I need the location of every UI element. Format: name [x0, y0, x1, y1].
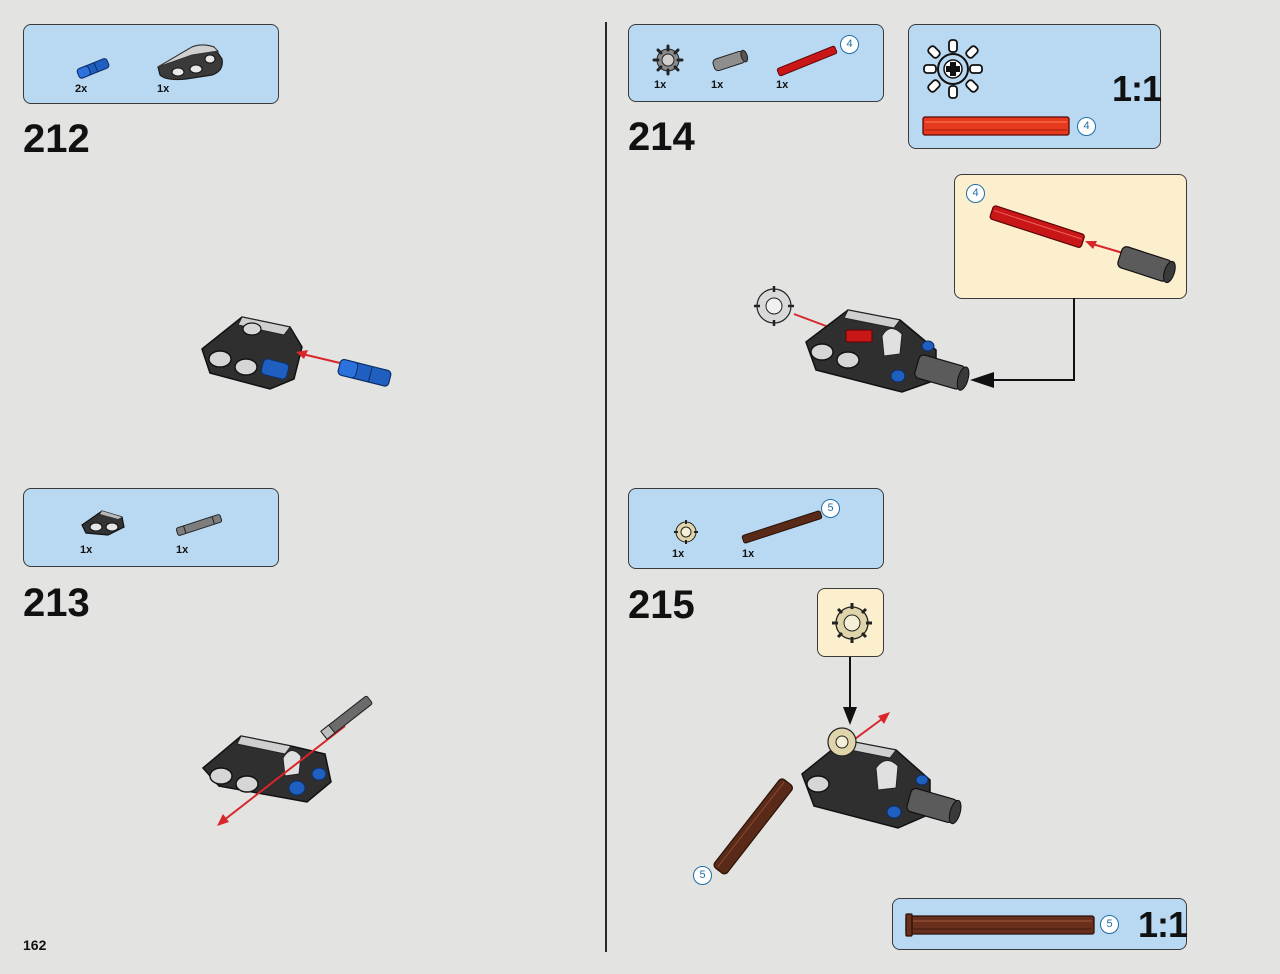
part-qty: 1x — [776, 79, 789, 91]
step-number: 212 — [23, 117, 90, 161]
axle-length-badge: 5 — [821, 499, 840, 518]
axle-length-badge: 5 — [693, 866, 712, 885]
parts-callout-212: 2x 1x — [23, 24, 279, 104]
scale-ratio: 1:1 — [1112, 68, 1162, 109]
scale-callout-214: 1:1 4 — [908, 24, 1162, 149]
assembly-212-illustration — [201, 316, 392, 390]
grey-axle-icon — [175, 514, 223, 536]
brown-axle-scale-icon — [905, 913, 1095, 937]
gear-part — [754, 286, 794, 326]
connector-arrow-214 — [970, 298, 1075, 388]
parts-callout-214: 1x 1x 1x 4 — [628, 24, 884, 102]
red-axle-scale-icon — [922, 116, 1070, 136]
part-qty: 2x — [75, 83, 88, 95]
step-number: 213 — [23, 581, 90, 625]
part-qty: 1x — [672, 548, 685, 560]
axle-length-badge: 4 — [1077, 117, 1096, 136]
step-number: 214 — [628, 115, 695, 159]
axle-length-badge: 5 — [1100, 915, 1119, 934]
tan-gear-icon — [832, 603, 872, 643]
scale-ratio: 1:1 — [1138, 904, 1188, 945]
part-qty: 1x — [176, 544, 189, 556]
scale-callout-215: 5 1:1 — [892, 898, 1188, 950]
part-qty: 1x — [157, 83, 170, 95]
blue-pin-icon — [76, 58, 110, 79]
assembly-214-illustration — [754, 286, 970, 393]
subassembly-callout-214: 4 — [954, 174, 1187, 299]
gear-drop-arrow — [843, 657, 857, 725]
tan-gear-icon — [674, 520, 698, 544]
step-number: 215 — [628, 583, 695, 627]
brown-axle-icon — [741, 510, 823, 544]
assembly-215-illustration — [713, 712, 962, 875]
part-qty: 1x — [742, 548, 755, 560]
part-qty: 1x — [711, 79, 724, 91]
axle-length-badge: 4 — [840, 35, 859, 54]
axle-connector-icon — [712, 49, 749, 72]
assembly-213-illustration — [201, 695, 373, 826]
gear-icon — [652, 44, 684, 76]
subassembly-214-illustration — [989, 205, 1176, 284]
parts-callout-213: 1x 1x — [23, 488, 279, 567]
gear-scale-icon — [923, 39, 983, 99]
axle-length-badge: 4 — [966, 184, 985, 203]
page-number: 162 — [23, 937, 47, 953]
gear-callout-215 — [817, 588, 884, 657]
page-divider — [605, 22, 607, 952]
part-qty: 1x — [654, 79, 667, 91]
small-beam-icon — [81, 510, 125, 536]
parts-callout-215: 1x 1x 5 — [628, 488, 884, 569]
angled-beam-icon — [157, 44, 223, 81]
red-axle-icon — [776, 45, 838, 77]
part-qty: 1x — [80, 544, 93, 556]
